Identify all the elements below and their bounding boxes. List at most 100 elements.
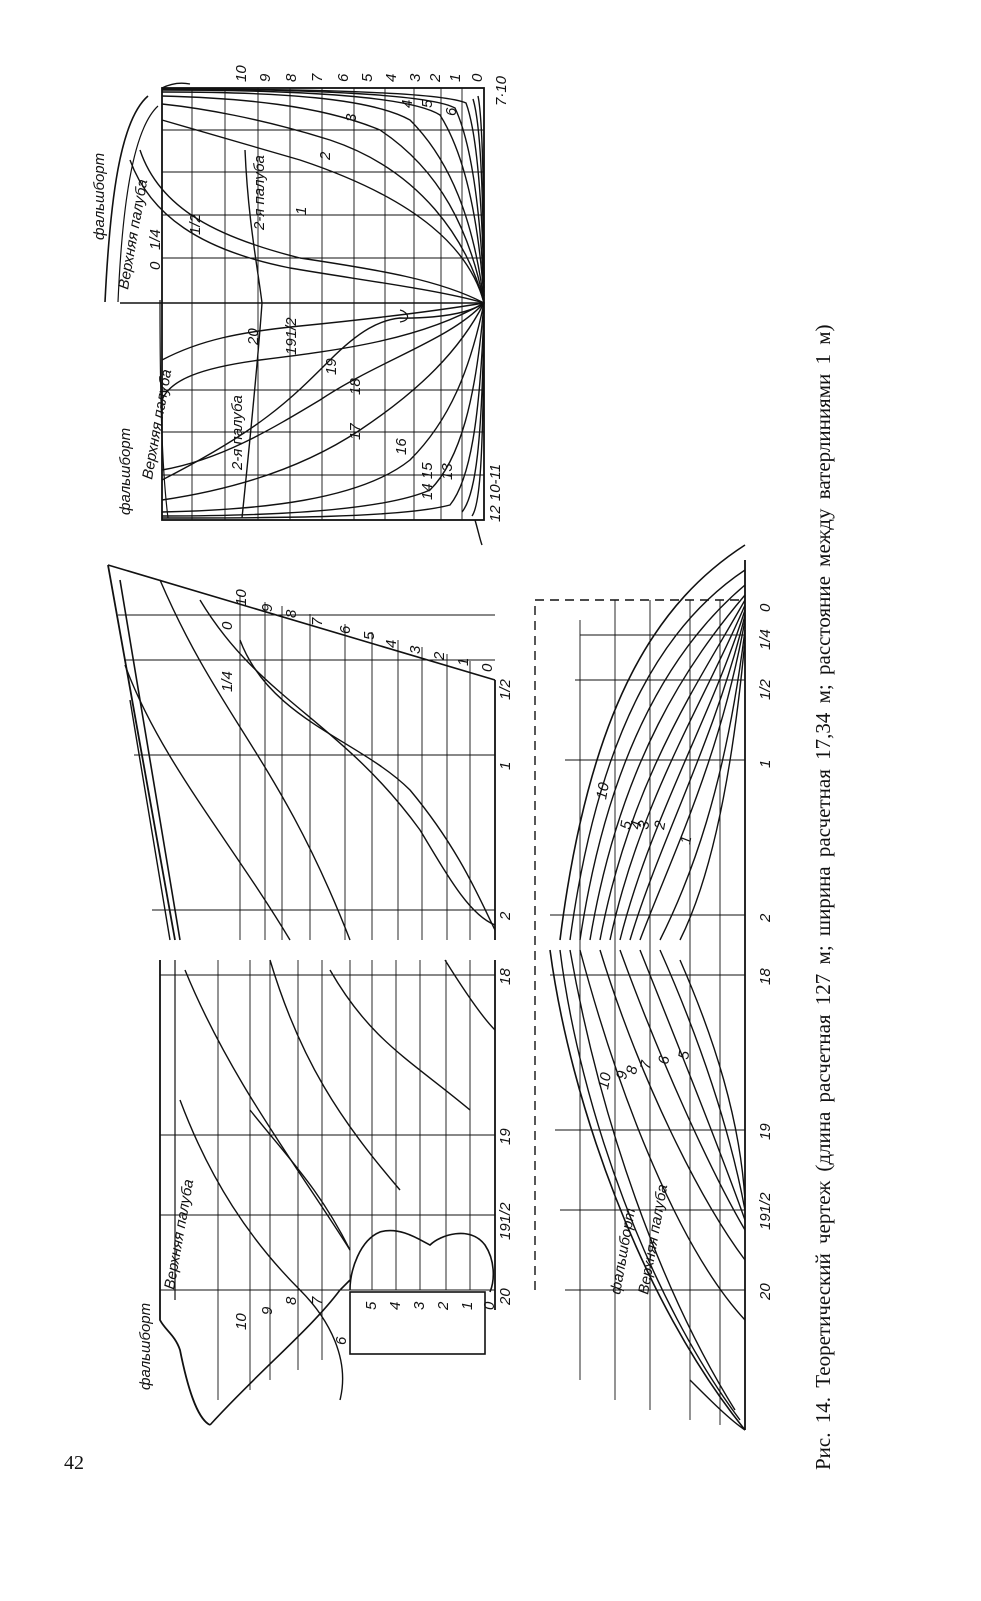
corner-label: 7·10 (493, 75, 510, 106)
waterline-label: 5 (617, 819, 635, 831)
waterline-label: 1 (455, 658, 472, 666)
waterline-label: 7 (637, 1059, 655, 1071)
stern-profile-waterlines (217, 960, 471, 1400)
station-label: 19 (323, 358, 340, 375)
station-label: 0 (147, 261, 164, 270)
bow-profile-waterlines (239, 595, 471, 940)
station-label: 0 (757, 603, 774, 612)
waterline-label: 7 (309, 73, 326, 82)
station-label: 1/2 (187, 213, 204, 235)
stern-sections (161, 302, 485, 519)
waterline-label: 0 (481, 1301, 498, 1310)
waterline-label: 10 (593, 781, 613, 801)
waterline-label: 3 (635, 819, 653, 831)
waterline-label: 6 (333, 1336, 350, 1345)
station-label: 18 (757, 968, 774, 985)
waterline-label: 9 (257, 73, 274, 82)
waterline-label: 8 (283, 609, 300, 618)
waterline-label: 9 (613, 1069, 631, 1081)
station-label: 2 (317, 151, 334, 161)
station-label: 191/2 (497, 1202, 514, 1240)
hb-falshbort: фальшборт (607, 1207, 639, 1296)
waterline-label: 4 (383, 74, 400, 82)
waterline-label: 1 (459, 1302, 476, 1310)
waterline-label: 2 (651, 819, 669, 832)
bp-left-falshbort: фальшборт (117, 428, 134, 515)
station-label: 18 (497, 968, 514, 985)
half-breadth-plan (534, 544, 746, 1431)
bp-left-second-deck: 2-я палуба (229, 395, 246, 471)
station-label: 2 (497, 911, 514, 921)
curve-label: 1/4 (219, 671, 236, 692)
station-label: 1/2 (497, 678, 514, 700)
waterline-label: 1 (447, 74, 464, 82)
station-label: 13 (439, 463, 456, 480)
station-label: 20 (245, 328, 262, 346)
bow-profile (107, 564, 496, 941)
curve-label: 0 (219, 621, 236, 630)
station-label: 191/2 (757, 1192, 774, 1230)
rudder (349, 1291, 486, 1355)
bp-right-upper-deck: Верхняя палуба (115, 178, 151, 291)
body-plan-labels: фальшборт Верхняя палуба 2-я палуба фаль… (91, 65, 510, 522)
station-label: 1/4 (757, 629, 774, 650)
bow-sections (129, 88, 485, 304)
waterline-label: 8 (623, 1064, 641, 1076)
waterline-label: 3 (407, 73, 424, 82)
station-label: 1 (757, 760, 774, 768)
waterline-label: 7 (309, 1296, 326, 1305)
half-breadth-stations (550, 634, 745, 1291)
station-label: 5 (419, 99, 436, 108)
waterline-label: 8 (283, 1296, 300, 1305)
waterline-label: 10 (595, 1071, 615, 1091)
station-label: 1/4 (147, 229, 164, 250)
waterline-label: 6 (655, 1054, 673, 1066)
station-label: 1 (497, 762, 514, 770)
bow-profile-labels: 1/2 1 2 10 9 8 7 6 5 4 3 2 1 0 0 1/4 (219, 589, 514, 921)
station-label: 12 10-11 (487, 464, 504, 522)
waterline-label: 5 (359, 73, 376, 82)
station-label: 1 (293, 207, 310, 215)
hb-upper-deck: Верхняя палуба (635, 1183, 671, 1296)
waterline-label: 5 (363, 1301, 380, 1310)
waterline-label: 2 (427, 73, 444, 83)
waterline-label: 5 (361, 631, 378, 640)
station-label: 18 (347, 378, 364, 395)
station-label: 19 (497, 1128, 514, 1145)
waterline-label: 5 (675, 1049, 693, 1061)
caption-wrap: Рис. 14. Теоретический чертеж (длина рас… (803, 60, 843, 1470)
waterline-label: 9 (259, 603, 276, 612)
stern-profile (159, 959, 496, 1426)
waterline-label: 1 (677, 835, 695, 846)
waterline-label: 6 (337, 625, 354, 634)
station-label: 2 (757, 913, 774, 923)
body-plan (104, 82, 485, 546)
waterline-label: 3 (411, 1301, 428, 1310)
sp-falshbort: фальшборт (137, 1303, 154, 1390)
bp-left-upper-deck: Верхняя палуба (139, 368, 175, 481)
bp-right-falshbort: фальшборт (91, 153, 108, 240)
station-label: 17 (347, 423, 364, 440)
station-label: 20 (497, 1288, 514, 1306)
waterline-label: 8 (283, 73, 300, 82)
station-label: 20 (757, 1283, 774, 1301)
waterline-label: 3 (407, 645, 424, 654)
waterline-label: 9 (259, 1306, 276, 1315)
waterline-label: 0 (479, 663, 496, 672)
station-label: 14 15 (419, 462, 436, 500)
waterline-label: 0 (469, 73, 486, 82)
waterline-label: 2 (435, 1301, 452, 1311)
figure-caption: Рис. 14. Теоретический чертеж (длина рас… (811, 324, 835, 1470)
station-label: 6 (443, 107, 460, 116)
waterline-label: 10 (233, 1313, 250, 1330)
page-number: 42 (64, 1452, 84, 1474)
station-label: 3 (343, 113, 360, 122)
body-plan-buttocks (162, 129, 484, 476)
station-label: 191/2 (283, 317, 300, 355)
waterline-label: 4 (383, 640, 400, 648)
waterline-label: 4 (387, 1302, 404, 1310)
bow-profile-stations (118, 614, 495, 911)
waterline-label: 6 (335, 73, 352, 82)
waterline-label: 4 (627, 820, 645, 831)
